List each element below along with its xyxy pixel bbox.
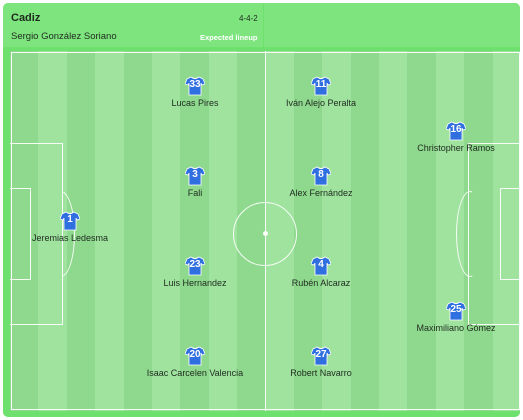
- player-name: Iván Alejo Peralta: [285, 98, 357, 108]
- jersey-icon: 8: [311, 166, 331, 186]
- player-number: 27: [315, 349, 327, 360]
- team-header-panel: Cadiz 4-4-2 Sergio González Soriano Expe…: [3, 3, 263, 47]
- lineup-card: Cadiz 4-4-2 Sergio González Soriano Expe…: [3, 3, 520, 417]
- jersey-icon: 4: [311, 256, 331, 276]
- player-name: Maximiliano Gómez: [416, 323, 496, 333]
- player-number: 8: [318, 169, 324, 180]
- jersey-icon: 25: [446, 301, 466, 321]
- player-name: Jeremias Ledesma: [31, 233, 109, 243]
- player-number: 1: [67, 214, 73, 225]
- jersey-icon: 33: [185, 76, 205, 96]
- pitch-stripe: [208, 51, 238, 411]
- pitch-stripe: [95, 51, 125, 411]
- jersey-icon: 23: [185, 256, 205, 276]
- player-number: 20: [189, 349, 201, 360]
- player-name: Isaac Carcelen Valencia: [146, 368, 244, 378]
- pitch-stripe: [492, 51, 520, 411]
- player-name: Alex Fernández: [289, 188, 353, 198]
- player-name: Christopher Ramos: [417, 143, 495, 153]
- opponent-header-panel: [264, 3, 520, 47]
- coach-name[interactable]: Sergio González Soriano: [11, 31, 117, 42]
- lineup-header: Cadiz 4-4-2 Sergio González Soriano Expe…: [3, 3, 520, 47]
- jersey-icon: 1: [60, 211, 80, 231]
- player-number: 3: [192, 169, 198, 180]
- left-goal-area: [10, 188, 31, 280]
- pitch-stripe: [350, 51, 380, 411]
- player-number: 25: [450, 304, 462, 315]
- jersey-icon: 16: [446, 121, 466, 141]
- left-penalty-area: [10, 143, 63, 325]
- pitch-stripe: [10, 51, 39, 411]
- jersey-icon: 11: [311, 76, 331, 96]
- player-number: 33: [189, 79, 201, 90]
- pitch-stripe: [151, 51, 181, 411]
- pitch-stripe: [123, 51, 153, 411]
- player-number: 16: [450, 124, 462, 135]
- center-circle: [233, 202, 297, 266]
- player-name: Luis Hernandez: [163, 278, 227, 288]
- jersey-icon: 3: [185, 166, 205, 186]
- right-goal-area: [500, 188, 520, 280]
- player-name: Fali: [187, 188, 203, 198]
- player-number: 11: [315, 79, 327, 90]
- team-name[interactable]: Cadiz: [11, 12, 41, 24]
- jersey-icon: 20: [185, 346, 205, 366]
- player-name: Lucas Pires: [171, 98, 219, 108]
- player-name: Rubén Alcaraz: [291, 278, 351, 288]
- expected-lineup-label: Expected lineup: [200, 33, 258, 42]
- player-name: Robert Navarro: [290, 368, 352, 378]
- pitch-stripe: [379, 51, 408, 411]
- formation-label: 4-4-2: [239, 14, 258, 23]
- center-spot: [263, 231, 268, 236]
- player-number: 4: [318, 259, 324, 270]
- player-number: 23: [189, 259, 201, 270]
- jersey-icon: 27: [311, 346, 331, 366]
- pitch-stripe: [407, 51, 437, 411]
